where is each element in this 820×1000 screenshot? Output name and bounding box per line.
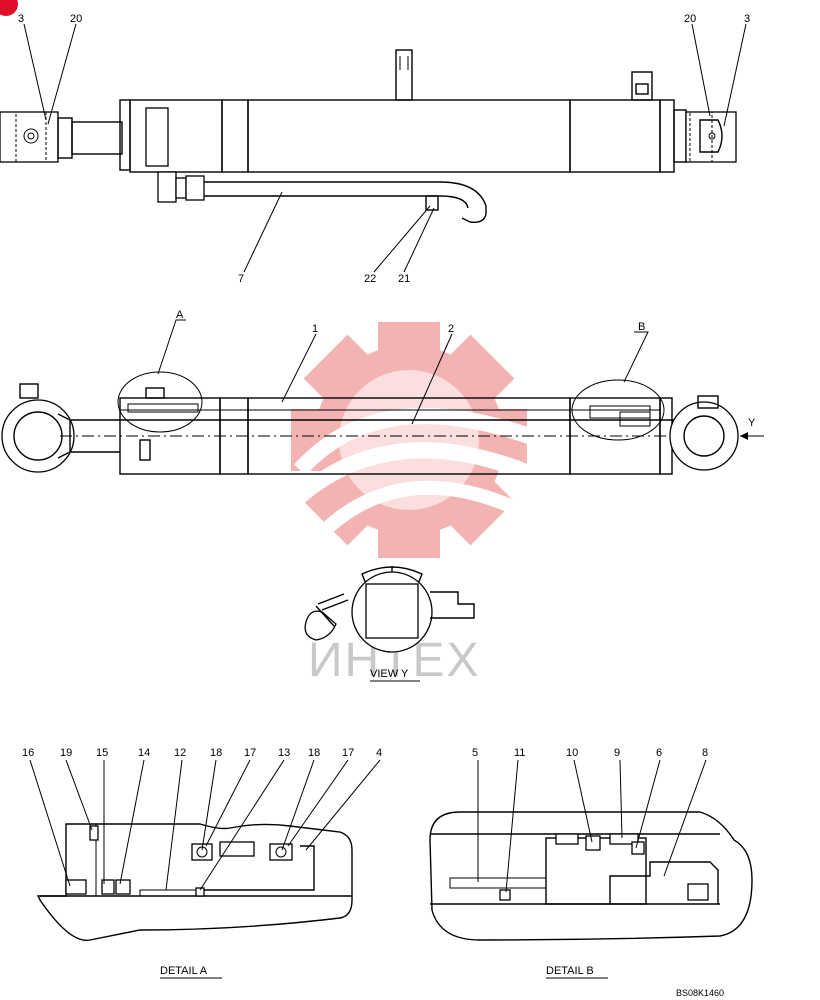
view-y-drawing xyxy=(304,566,475,653)
caption-detail-a: DETAIL A xyxy=(160,965,208,977)
callout-7: 7 xyxy=(238,273,244,285)
cylinder-section-view xyxy=(1,371,764,475)
callout-17-a: 17 xyxy=(244,747,256,759)
callout-8: 8 xyxy=(702,747,708,759)
callout-14: 14 xyxy=(138,747,150,759)
callout-2: 2 xyxy=(448,323,454,335)
callout-17-b: 17 xyxy=(342,747,354,759)
caption-detail-b: DETAIL B xyxy=(546,965,594,977)
callout-11: 11 xyxy=(514,747,525,759)
callout-5: 5 xyxy=(472,747,478,759)
top-callouts xyxy=(23,23,747,273)
detail-b-drawing xyxy=(429,811,753,941)
callout-Y: Y xyxy=(748,417,756,429)
detail-a-callouts xyxy=(29,759,381,891)
watermark-gear-logo xyxy=(284,322,549,558)
callout-20-right: 20 xyxy=(684,13,696,25)
callout-22: 22 xyxy=(364,273,376,285)
callout-13: 13 xyxy=(278,747,290,759)
callout-9: 9 xyxy=(614,747,620,759)
callout-19: 19 xyxy=(60,747,72,759)
callout-16: 16 xyxy=(22,747,34,759)
callout-18-b: 18 xyxy=(308,747,320,759)
callout-20-left: 20 xyxy=(70,13,82,25)
callout-6: 6 xyxy=(656,747,662,759)
detail-a-drawing xyxy=(36,823,353,941)
callout-18-a: 18 xyxy=(210,747,222,759)
callout-3-left: 3 xyxy=(18,13,24,25)
callout-21: 21 xyxy=(398,273,410,285)
callout-15: 15 xyxy=(96,747,108,759)
drawing-code: BS08K1460 xyxy=(676,988,724,998)
corner-badge xyxy=(0,0,18,16)
callout-B: B xyxy=(638,321,645,333)
caption-view-y: VIEW Y xyxy=(370,668,409,680)
callout-A: A xyxy=(176,309,184,321)
callout-4: 4 xyxy=(376,747,382,759)
callout-12: 12 xyxy=(174,747,186,759)
callout-10: 10 xyxy=(566,747,578,759)
mid-callouts xyxy=(157,319,649,425)
callout-1: 1 xyxy=(312,323,318,335)
callout-3-right: 3 xyxy=(744,13,750,25)
cylinder-exterior-view xyxy=(0,49,737,224)
detail-b-callouts xyxy=(477,759,707,893)
